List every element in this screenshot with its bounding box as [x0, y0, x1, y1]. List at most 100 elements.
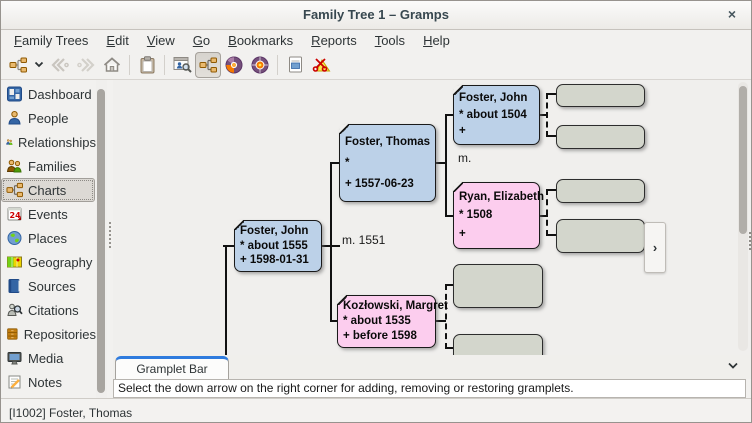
sidebar-item-charts[interactable]: Charts — [1, 178, 95, 202]
dashed-connector-line — [540, 215, 548, 217]
empty-person-box[interactable] — [556, 219, 645, 253]
pedigree-menu-dropdown-button[interactable] — [31, 52, 47, 78]
pedigree-view-button[interactable] — [195, 51, 221, 78]
person-icon — [8, 110, 21, 125]
person-box-ryan-elizabeth[interactable]: Ryan, Elizabeth * 1508 + — [453, 182, 544, 249]
fan-chart-view-button[interactable] — [221, 52, 247, 78]
edit-active-person-button[interactable] — [169, 52, 195, 78]
sidebar-label: Geography — [28, 254, 93, 270]
connector-line — [330, 162, 332, 322]
pedigree-pane: Foster, John * about 1555 + 1598-01-31 F… — [113, 80, 751, 398]
sidebar-scrollbar[interactable] — [96, 80, 107, 398]
sidebar-item-families[interactable]: Families — [1, 154, 96, 178]
citation-icon — [7, 303, 23, 316]
person-box-foster-john-1504[interactable]: Foster, John * about 1504 + — [453, 85, 540, 145]
person-birth: * — [345, 156, 350, 169]
sidebar-item-notes[interactable]: Notes — [1, 370, 96, 394]
empty-person-box[interactable] — [556, 84, 645, 107]
chevron-down-icon — [34, 61, 44, 68]
pedigree-icon — [6, 182, 23, 198]
empty-person-box[interactable] — [556, 179, 645, 203]
gramps-pedigree-menu-button[interactable] — [5, 52, 31, 78]
sidebar-item-sources[interactable]: Sources — [1, 274, 96, 298]
dashed-connector-line — [546, 234, 556, 236]
menu-edit[interactable]: Edit — [106, 32, 129, 48]
chart-scrollbar-thumb[interactable] — [739, 86, 747, 234]
menu-view[interactable]: View — [146, 32, 175, 48]
pane-splitter[interactable] — [107, 80, 113, 398]
empty-person-box[interactable] — [453, 264, 543, 308]
expand-right-button[interactable]: › — [644, 222, 666, 273]
person-death: + 1557-06-23 — [345, 177, 414, 190]
dashed-connector-line — [436, 320, 446, 322]
back-button[interactable] — [47, 52, 73, 78]
reports-button[interactable] — [282, 52, 308, 78]
sidebar-label: People — [28, 110, 69, 126]
empty-person-box[interactable] — [556, 125, 645, 149]
person-death: + — [459, 227, 466, 240]
window-title: Family Tree 1 – Gramps — [303, 7, 449, 22]
relationships-icon — [6, 139, 13, 145]
dashed-connector-line — [546, 93, 556, 95]
chart-scrollbar[interactable] — [738, 82, 748, 351]
person-death: + — [459, 125, 466, 138]
sidebar-item-repositories[interactable]: Repositories — [1, 322, 96, 346]
dashed-connector-line — [445, 284, 454, 286]
person-name: Foster, John — [459, 92, 528, 105]
clipboard-button[interactable] — [134, 52, 160, 78]
right-splitter-grip[interactable] — [749, 232, 751, 250]
menu-reports[interactable]: Reports — [311, 32, 357, 48]
dashed-connector-line — [546, 93, 548, 137]
person-box-foster-thomas[interactable]: Foster, Thomas * + 1557-06-23 — [339, 124, 436, 202]
sidebar-label: Notes — [28, 374, 62, 390]
sidebar-label: Media — [28, 350, 64, 366]
sidebar-item-media[interactable]: Media — [1, 346, 96, 370]
sidebar-item-citations[interactable]: Citations — [1, 298, 96, 322]
gramplet-expander-chevron-icon[interactable] — [727, 362, 739, 370]
clipboard-icon — [140, 55, 154, 73]
menu-help[interactable]: Help — [423, 32, 450, 48]
gramplet-bar-tab[interactable]: Gramplet Bar — [115, 356, 229, 379]
home-button[interactable] — [99, 52, 125, 78]
menu-tools[interactable]: Tools — [374, 32, 406, 48]
sidebar-item-places[interactable]: Places — [1, 226, 96, 250]
box-corner-fold — [453, 85, 463, 95]
sidebar-label: Events — [28, 206, 68, 222]
tools-button[interactable] — [308, 52, 334, 78]
connector-line — [223, 245, 235, 247]
close-icon[interactable]: × — [727, 6, 737, 22]
connector-line — [225, 245, 227, 355]
person-birth: * about 1504 — [459, 108, 527, 121]
sidebar-item-events[interactable]: 24 Events — [1, 202, 96, 226]
sidebar-label: Charts — [28, 182, 67, 198]
pedigree-chart-canvas[interactable]: Foster, John * about 1555 + 1598-01-31 F… — [113, 80, 751, 355]
sidebar-item-geography[interactable]: Geography — [1, 250, 96, 274]
sidebar-item-dashboard[interactable]: Dashboard — [1, 82, 96, 106]
forward-button[interactable] — [73, 52, 99, 78]
person-birth: * 1508 — [459, 209, 493, 222]
menu-bookmarks[interactable]: Bookmarks — [228, 32, 294, 48]
menu-go[interactable]: Go — [192, 32, 211, 48]
full-circle-fan-chart-view-button[interactable] — [247, 52, 273, 78]
toolbar-separator — [277, 54, 278, 75]
connector-line — [445, 114, 454, 116]
dashed-connector-line — [546, 189, 548, 236]
person-box-foster-john-1555[interactable]: Foster, John * about 1555 + 1598-01-31 — [234, 220, 322, 272]
pedigree-icon — [9, 57, 27, 72]
empty-person-box[interactable] — [453, 334, 543, 355]
person-box-kozlowski-margret[interactable]: Kozłowski, Margret * about 1535 + before… — [337, 295, 448, 348]
dashed-connector-line — [540, 114, 548, 116]
menu-bar: Family Trees Edit View Go Bookmarks Repo… — [1, 30, 751, 50]
full-fan-chart-icon — [251, 56, 269, 73]
person-birth: * about 1535 — [343, 315, 411, 328]
sidebar-item-relationships[interactable]: Relationships — [1, 130, 96, 154]
person-birth: * about 1555 — [240, 239, 308, 252]
gramplet-hint-text: Select the down arrow on the right corne… — [113, 379, 746, 398]
sidebar-scrollbar-thumb[interactable] — [97, 89, 105, 393]
sidebar-label: Repositories — [23, 326, 96, 342]
menu-family-trees[interactable]: Family Trees — [14, 32, 89, 48]
box-corner-fold — [339, 124, 349, 134]
navigation-sidebar: Dashboard People Relationships — [1, 80, 96, 398]
sidebar-item-people[interactable]: People — [1, 106, 96, 130]
